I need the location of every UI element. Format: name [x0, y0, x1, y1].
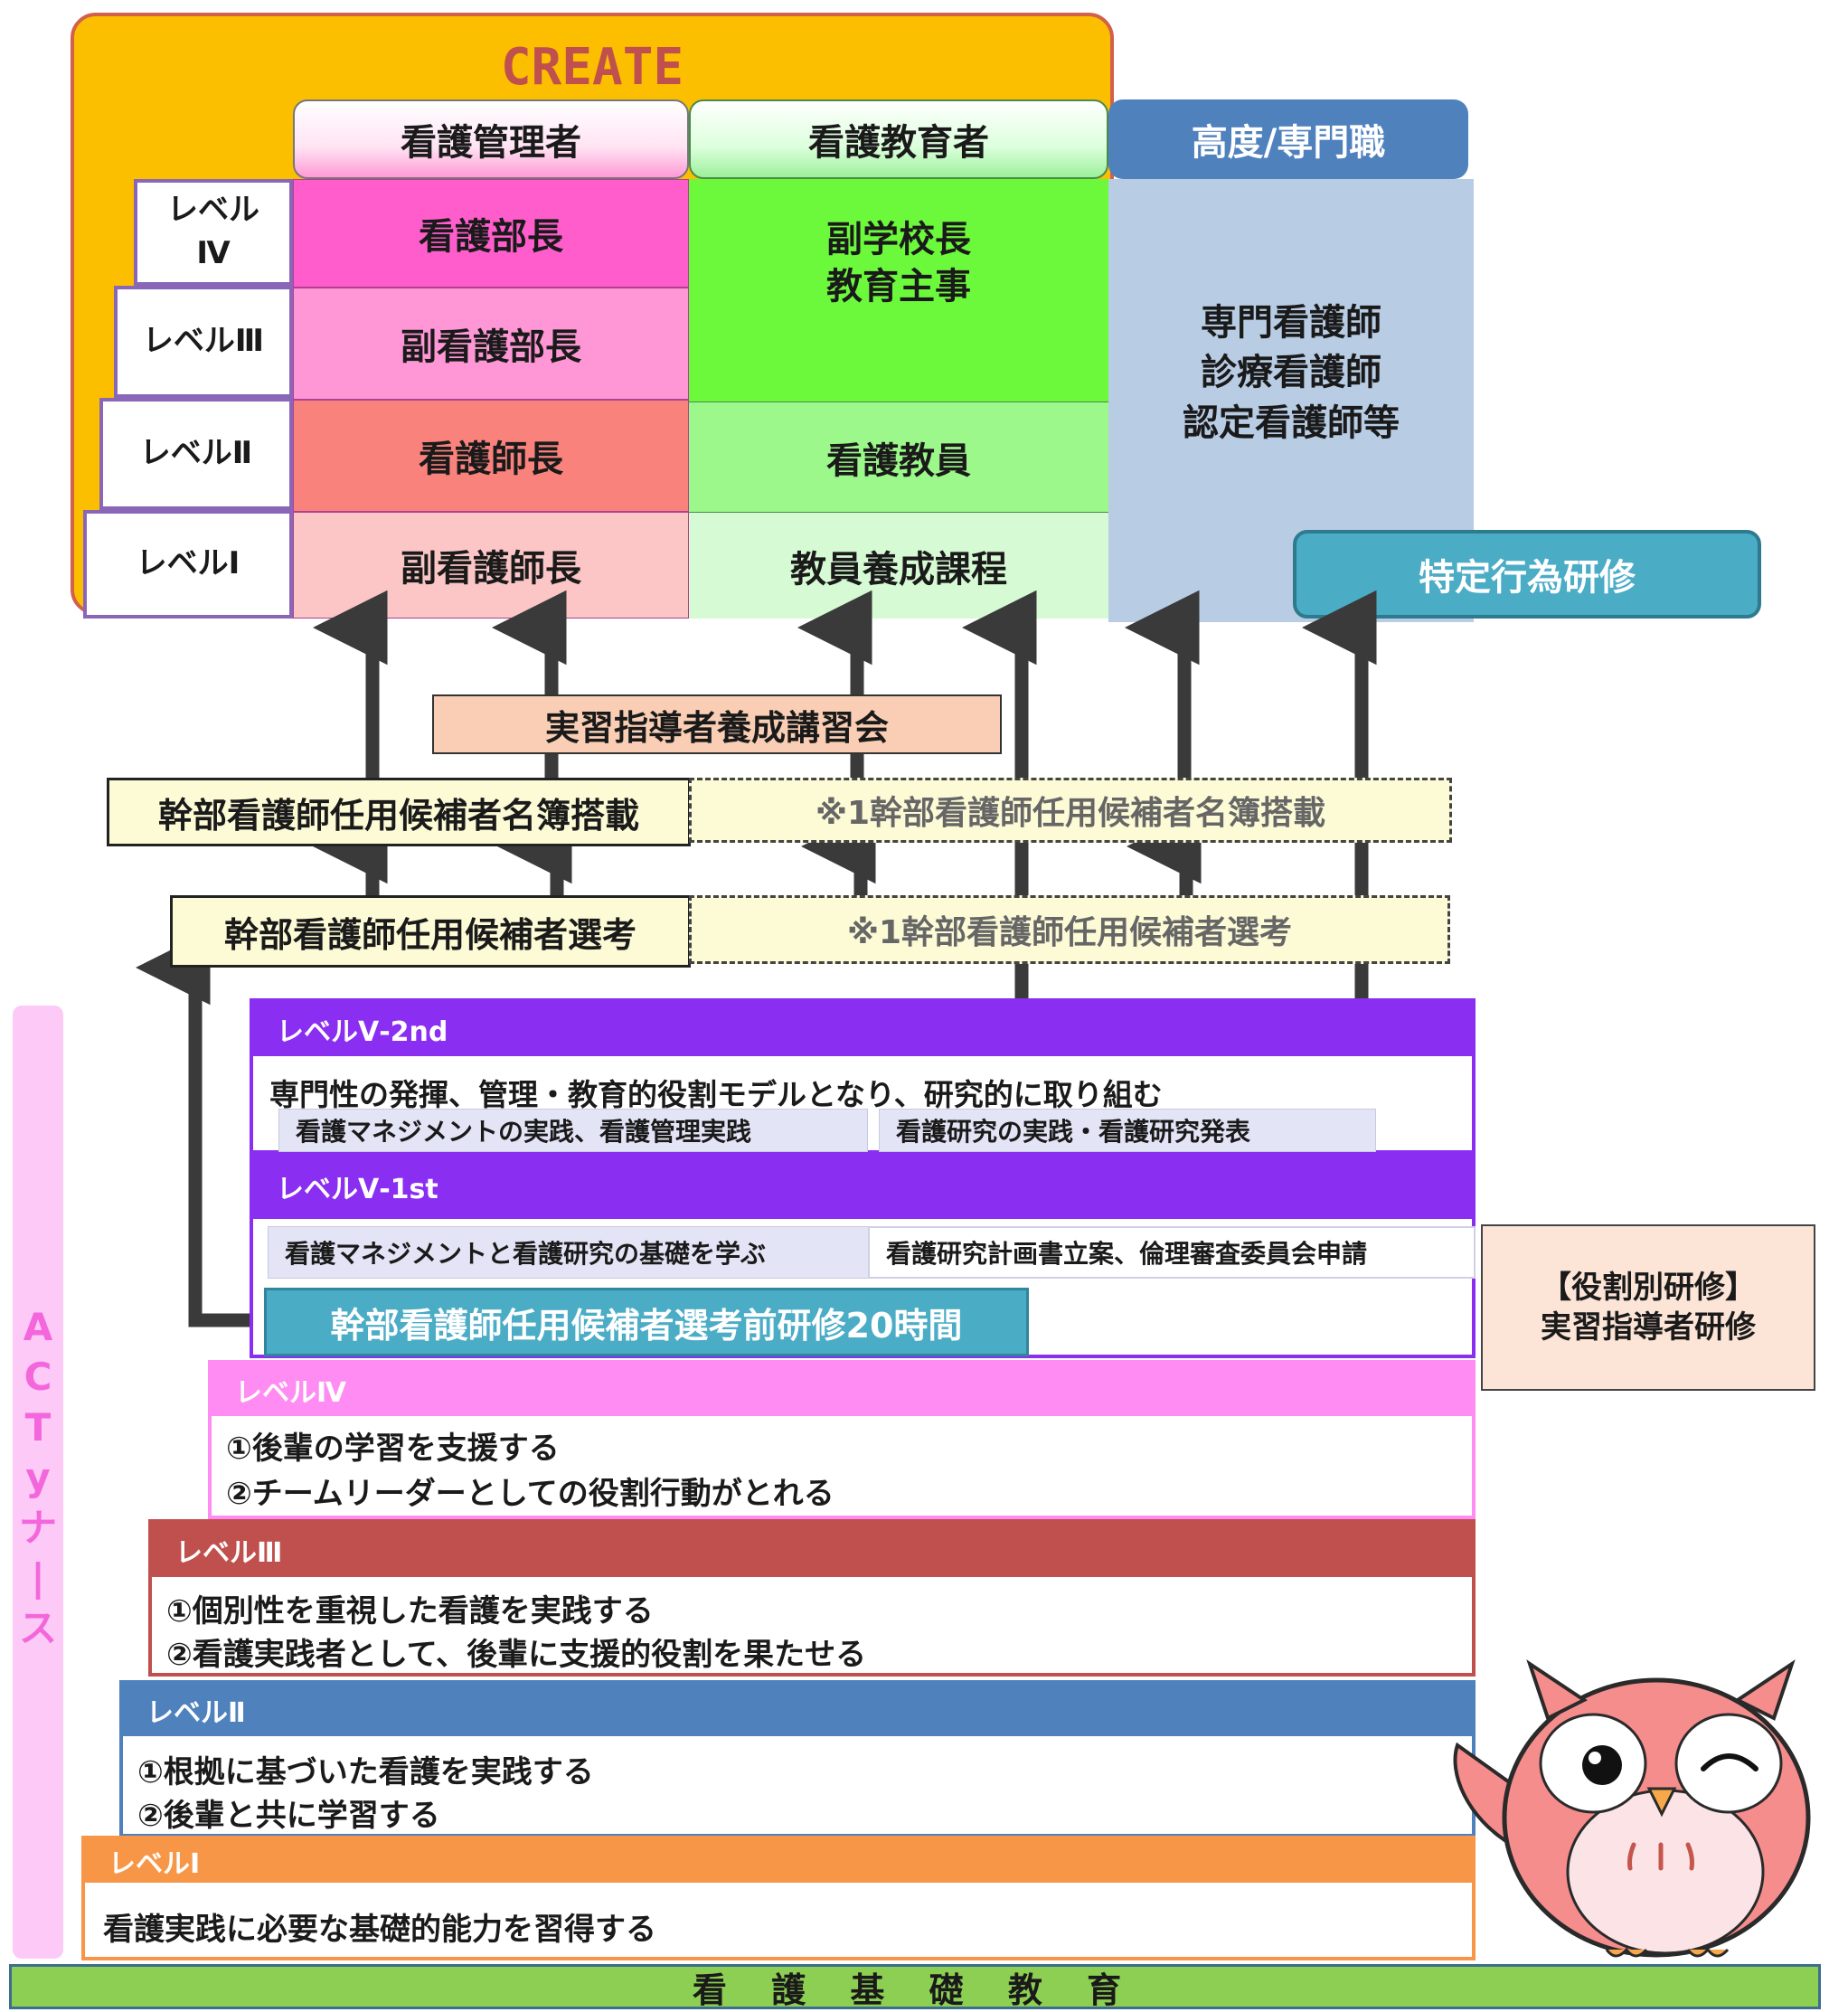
create-level-1: レベルⅠ: [83, 510, 293, 619]
advanced-cn: 認定看護師等: [1183, 401, 1400, 444]
manager-cell-director: 看護部長: [293, 179, 689, 288]
owl-pupil-highlight: [1589, 1752, 1601, 1764]
foundation-education-bar: 看 護 基 礎 教 育: [9, 1964, 1821, 2010]
owl-pupil-left: [1582, 1745, 1622, 1785]
owl-ear-right: [1734, 1659, 1796, 1721]
owl-foot-right: [1686, 1947, 1730, 1958]
acty-a: A: [23, 1305, 53, 1349]
level-4-header: レベルⅣ: [212, 1364, 1472, 1416]
level-1-title: レベルⅠ: [108, 1848, 201, 1880]
level-v2nd-block: レベルⅤ-2nd 専門性の発揮、管理・教育的役割モデルとなり、研究的に取り組む …: [250, 998, 1476, 1154]
owl-mascot: [1453, 1659, 1811, 1958]
selection-box: 幹部看護師任用候補者選考: [170, 895, 691, 968]
level-v2nd-header: レベルⅤ-2nd: [253, 1002, 1472, 1056]
level-2-header: レベルⅡ: [123, 1684, 1472, 1736]
educator-cell-faculty: 看護教員: [689, 401, 1108, 512]
level-4-line2: ②チームリーダーとしての役割行動がとれる: [226, 1476, 834, 1512]
level-3-title: レベルⅢ: [175, 1537, 283, 1569]
educator-vice-principal: 副学校長: [826, 219, 971, 260]
level-1-header: レベルⅠ: [85, 1839, 1472, 1883]
create-level-3: レベルⅢ: [114, 286, 293, 398]
level-1-block: レベルⅠ 看護実践に必要な基礎的能力を習得する: [81, 1836, 1476, 1960]
owl-belly: [1566, 1789, 1765, 1955]
level-3-header: レベルⅢ: [152, 1523, 1472, 1577]
role-training-practicum: 実習指導者研修: [1541, 1309, 1756, 1346]
educator-cell-training-course: 教員養成課程: [689, 512, 1108, 619]
acty-band: [13, 1006, 63, 1959]
acty-dash: |: [31, 1555, 45, 1601]
level-v1st-tag-research-plan: 看護研究計画書立案、倫理審査委員会申請: [868, 1226, 1476, 1279]
educator-chief-instructor: 教育主事: [826, 266, 971, 307]
acty-t: T: [24, 1404, 52, 1450]
level-3-line1: ①個別性を重視した看護を実践する: [166, 1593, 654, 1629]
registry-box-dashed: ※1幹部看護師任用候補者名簿搭載: [689, 778, 1452, 843]
owl-belly-marks: [1627, 1842, 1694, 1871]
level-3-block: レベルⅢ ①個別性を重視した看護を実践する ②看護実践者として、後輩に支援的役割…: [148, 1519, 1476, 1677]
owl-eye-white-right: [1674, 1713, 1783, 1814]
owl-ear-left: [1526, 1659, 1588, 1721]
acty-c: C: [24, 1355, 52, 1400]
acty-su: ス: [18, 1605, 57, 1650]
acty-label: A C T y ナ | ス: [13, 1302, 63, 1653]
level-4-block: レベルⅣ ①後輩の学習を支援する ②チームリーダーとしての役割行動がとれる: [208, 1360, 1476, 1519]
level-4-line1: ①後輩の学習を支援する: [226, 1431, 560, 1467]
role-training-box: 【役割別研修】 実習指導者研修: [1481, 1224, 1815, 1391]
registry-box: 幹部看護師任用候補者名簿搭載: [107, 778, 691, 846]
advanced-cell: 専門看護師 診療看護師 認定看護師等: [1108, 179, 1474, 622]
level-4-title: レベルⅣ: [235, 1377, 346, 1409]
level-2-title: レベルⅡ: [146, 1697, 246, 1729]
level-2-line1: ①根拠に基づいた看護を実践する: [137, 1754, 594, 1790]
create-level-2: レベルⅡ: [99, 398, 293, 510]
owl-beak: [1646, 1787, 1677, 1818]
owl-foot-left: [1605, 1947, 1648, 1958]
create-title: CREATE: [500, 37, 684, 97]
role-training-title: 【役割別研修】: [1541, 1269, 1756, 1306]
column-header-manager: 看護管理者: [293, 99, 689, 179]
level-v2nd-desc: 専門性の発揮、管理・教育的役割モデルとなり、研究的に取り組む: [269, 1077, 1163, 1112]
manager-cell-deputy-director: 副看護部長: [293, 288, 689, 400]
column-header-educator: 看護教育者: [689, 99, 1108, 179]
level-v2nd-tag-research: 看護研究の実践・看護研究発表: [879, 1109, 1376, 1152]
acty-na: ナ: [18, 1505, 57, 1550]
column-header-advanced: 高度/専門職: [1108, 99, 1468, 179]
level-v1st-tag-basics: 看護マネジメントと看護研究の基礎を学ぶ: [268, 1226, 879, 1279]
manager-cell-deputy-head-nurse: 副看護師長: [293, 512, 689, 619]
level-3-line2: ②看護実践者として、後輩に支援的役割を果たせる: [166, 1637, 867, 1673]
pre-selection-training: 幹部看護師任用候補者選考前研修20時間: [264, 1288, 1029, 1356]
manager-cell-head-nurse: 看護師長: [293, 400, 689, 512]
level-2-block: レベルⅡ ①根拠に基づいた看護を実践する ②後輩と共に学習する: [119, 1680, 1476, 1837]
level-v1st-header: レベルⅤ-1st: [253, 1154, 1472, 1219]
acty-y: y: [25, 1455, 51, 1500]
selection-box-dashed: ※1幹部看護師任用候補者選考: [689, 895, 1450, 964]
advanced-cns: 専門看護師: [1201, 302, 1381, 345]
educator-cell-vice-principal: 副学校長 教育主事: [689, 179, 1108, 401]
level-1-line1: 看護実践に必要な基礎的能力を習得する: [103, 1912, 656, 1948]
specific-act-training: 特定行為研修: [1293, 530, 1761, 619]
advanced-np: 診療看護師: [1201, 352, 1381, 394]
owl-wink-right: [1701, 1753, 1758, 1771]
level-v2nd-title: レベルⅤ-2nd: [277, 1016, 448, 1048]
practicum-instructor-course: 実習指導者養成講習会: [432, 694, 1002, 754]
level-v1st-title: レベルⅤ-1st: [277, 1174, 438, 1205]
level-2-line2: ②後輩と共に学習する: [137, 1798, 440, 1834]
level-v2nd-tag-management: 看護マネジメントの実践、看護管理実践: [278, 1109, 868, 1152]
